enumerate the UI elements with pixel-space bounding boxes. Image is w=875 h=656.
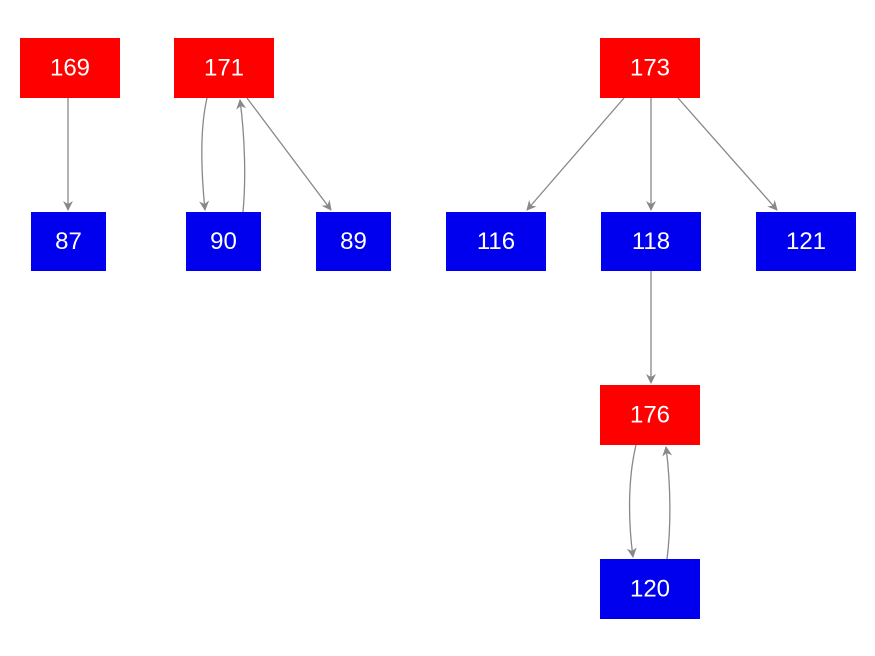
node-89: 89 — [316, 212, 391, 271]
node-label-171: 171 — [204, 55, 244, 82]
nodes: 169 87 171 90 89 173 116 118 121 176 120 — [20, 38, 856, 619]
node-label-120: 120 — [630, 576, 670, 603]
edge-90-to-171 — [236, 99, 247, 213]
node-box-121 — [756, 212, 856, 271]
node-label-90: 90 — [210, 228, 237, 255]
edge-176-to-120 — [626, 444, 637, 558]
node-box-169 — [20, 38, 120, 98]
edge-120-to-176 — [662, 446, 673, 560]
node-box-120 — [600, 559, 700, 619]
edges — [63, 97, 778, 560]
node-171: 171 — [174, 38, 274, 98]
node-box-89 — [316, 212, 391, 271]
edge-171-to-90 — [199, 97, 210, 211]
node-118: 118 — [601, 212, 701, 271]
node-label-89: 89 — [340, 228, 367, 255]
node-87: 87 — [31, 212, 106, 271]
node-box-116 — [446, 212, 546, 271]
node-121: 121 — [756, 212, 856, 271]
edge-173-to-116 — [526, 97, 625, 211]
node-box-87 — [31, 212, 106, 271]
node-label-169: 169 — [50, 55, 90, 82]
node-label-116: 116 — [477, 228, 515, 255]
node-label-118: 118 — [632, 228, 670, 255]
node-116: 116 — [446, 212, 546, 271]
node-label-176: 176 — [630, 402, 670, 429]
node-box-118 — [601, 212, 701, 271]
node-120: 120 — [600, 559, 700, 619]
node-169: 169 — [20, 38, 120, 98]
node-173: 173 — [600, 38, 700, 98]
node-box-90 — [186, 212, 261, 271]
node-90: 90 — [186, 212, 261, 271]
node-box-173 — [600, 38, 700, 98]
node-label-87: 87 — [55, 228, 82, 255]
edge-171-to-89 — [246, 97, 332, 211]
node-box-176 — [600, 385, 700, 445]
node-label-173: 173 — [630, 55, 670, 82]
node-box-171 — [174, 38, 274, 98]
node-176: 176 — [600, 385, 700, 445]
edge-173-to-121 — [677, 97, 778, 211]
node-label-121: 121 — [786, 228, 826, 255]
